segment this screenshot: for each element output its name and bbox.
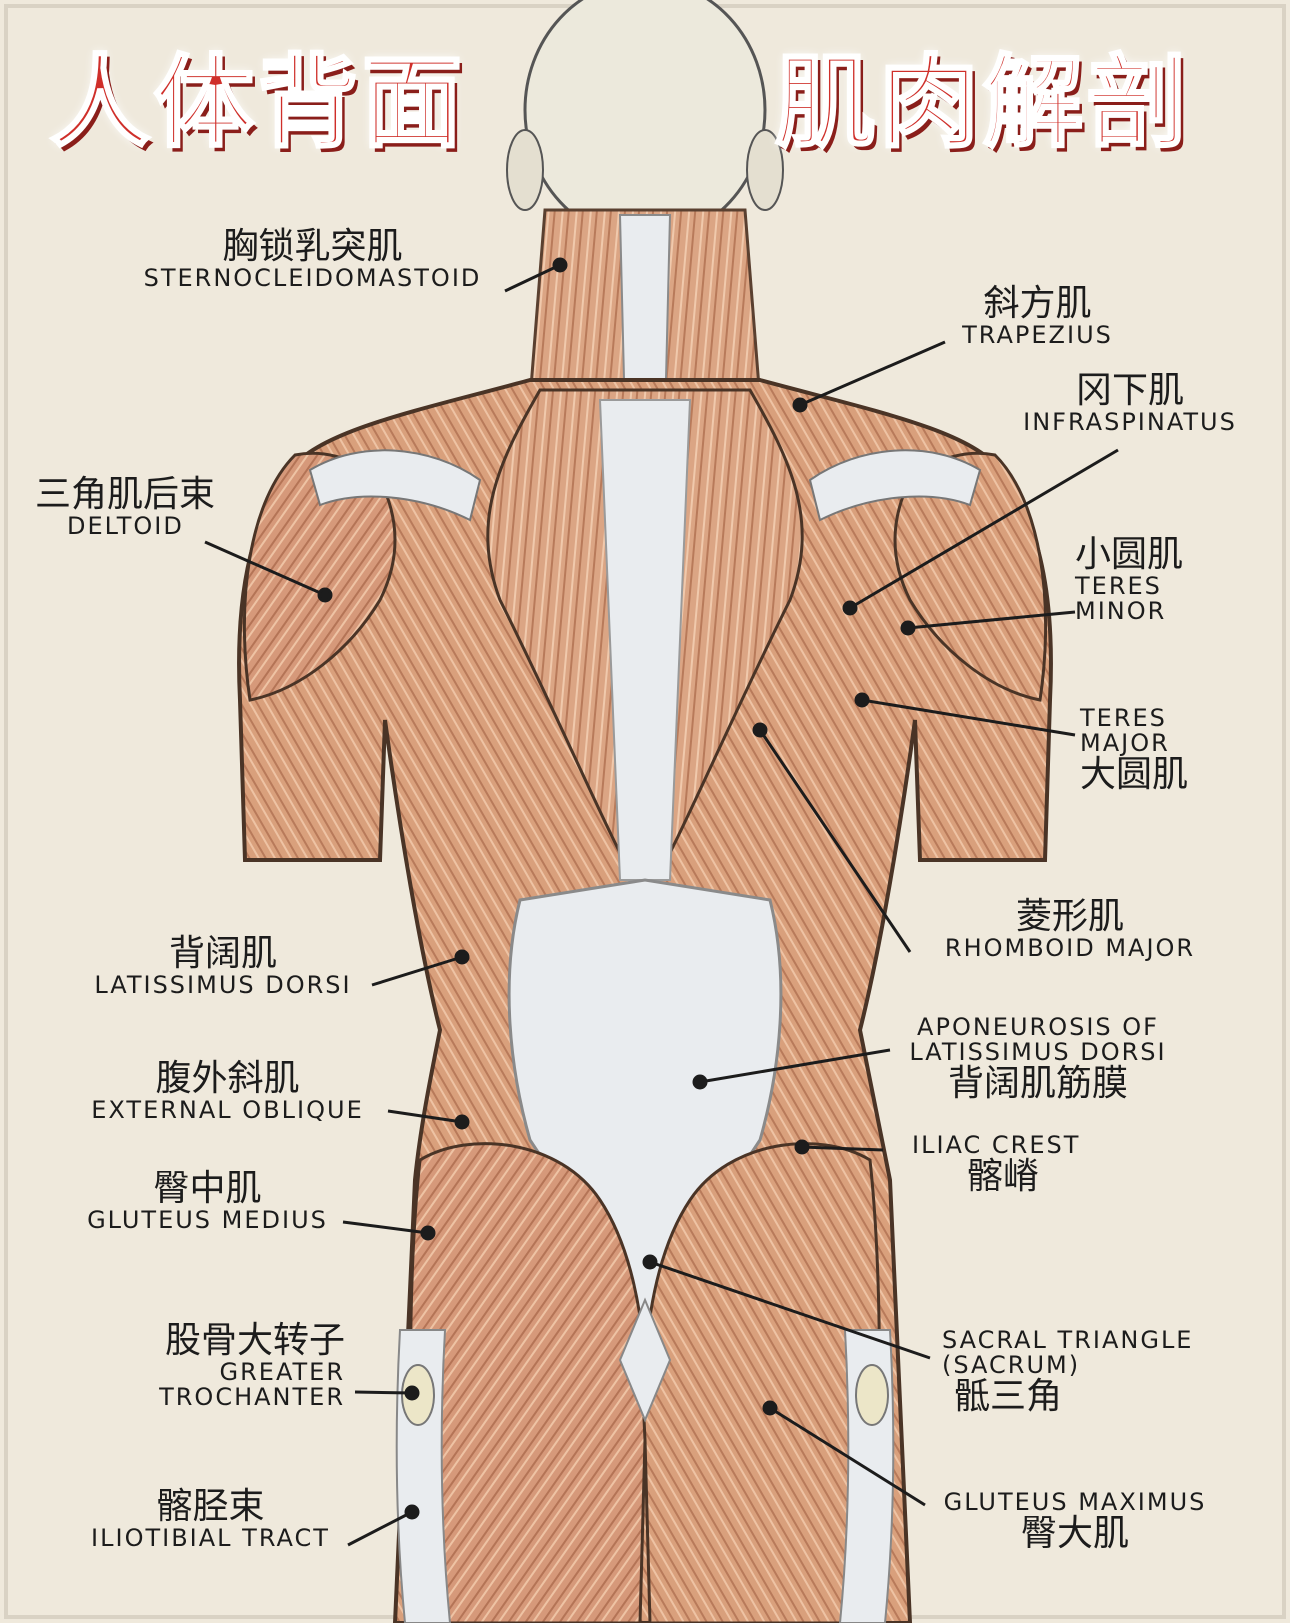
- label-cn: 腹外斜肌: [155, 1058, 300, 1099]
- label-cn: 三角肌后束: [35, 474, 216, 515]
- label-cn: 斜方肌: [983, 283, 1092, 324]
- dot-infraspinatus: [842, 600, 858, 616]
- label-gluteus-medius: 臀中肌 GLUTEUS MEDIUS: [80, 1170, 335, 1233]
- leader-greater-trochanter: [354, 1390, 413, 1395]
- left-ear: [506, 129, 544, 211]
- label-gluteus-maximus: GLUTEUS MAXIMUS 臀大肌: [940, 1488, 1210, 1555]
- leader-external-oblique: [387, 1109, 463, 1124]
- label-en: INFRASPINATUS: [1023, 407, 1237, 436]
- label-en-1: TERES: [1075, 571, 1162, 600]
- label-external-oblique: 腹外斜肌 EXTERNAL OBLIQUE: [80, 1060, 375, 1123]
- label-cn: 冈下肌: [1075, 370, 1184, 411]
- label-en: DELTOID: [67, 511, 184, 540]
- leader-aponeurosis: [699, 1048, 891, 1084]
- head: [523, 0, 767, 242]
- leader-sternocleidomastoid: [504, 263, 561, 293]
- label-en-2: MINOR: [1075, 596, 1167, 625]
- label-sacral-triangle: SACRAL TRIANGLE (SACRUM) 骶三角: [942, 1326, 1242, 1418]
- dot-aponeurosis: [692, 1074, 708, 1090]
- right-ear: [746, 129, 784, 211]
- label-cn: 背阔肌: [168, 933, 277, 974]
- title-right: 肌肉解剖: [774, 44, 1191, 161]
- label-cn: 菱形肌: [1015, 896, 1124, 937]
- sacrum: [618, 1297, 672, 1423]
- label-cn: 髂嵴: [967, 1156, 1040, 1198]
- label-en-2: MAJOR: [1080, 729, 1170, 758]
- label-en: ILIAC CREST: [912, 1131, 1081, 1159]
- leader-sacral-triangle: [649, 1260, 931, 1360]
- leader-deltoid: [204, 540, 326, 597]
- label-cn: 骶三角: [954, 1376, 1063, 1418]
- dot-trapezius: [792, 397, 808, 413]
- label-infraspinatus: 冈下肌 INFRASPINATUS: [1000, 372, 1260, 435]
- label-teres-minor: 小圆肌 TERES MINOR: [1075, 536, 1225, 624]
- label-latissimus-dorsi: 背阔肌 LATISSIMUS DORSI: [88, 935, 358, 998]
- leader-gluteus-maximus: [769, 1406, 926, 1507]
- label-rhomboid-major: 菱形肌 RHOMBOID MAJOR: [925, 898, 1215, 961]
- right-gluteus: [642, 1142, 881, 1623]
- leader-gluteus-medius: [342, 1220, 429, 1235]
- leader-latissimus: [371, 955, 463, 987]
- label-cn: 胸锁乳突肌: [222, 226, 403, 267]
- left-gluteus: [409, 1142, 648, 1623]
- label-en: LATISSIMUS DORSI: [94, 970, 352, 999]
- label-deltoid: 三角肌后束 DELTOID: [35, 476, 275, 539]
- label-cn: 小圆肌: [1075, 534, 1184, 575]
- label-aponeurosis: APONEUROSIS OF LATISSIMUS DORSI 背阔肌筋膜: [898, 1013, 1178, 1105]
- label-en: RHOMBOID MAJOR: [944, 933, 1196, 962]
- label-en-1: GREATER: [219, 1357, 345, 1386]
- label-greater-trochanter: 股骨大转子 GREATER TROCHANTER: [130, 1322, 345, 1410]
- right-greater-trochanter: [855, 1364, 889, 1426]
- label-en-1: SACRAL TRIANGLE: [942, 1326, 1194, 1354]
- dot-rhomboid: [752, 722, 768, 738]
- label-en: TRAPEZIUS: [962, 320, 1113, 349]
- label-en: GLUTEUS MAXIMUS: [943, 1488, 1207, 1516]
- leader-trapezius: [799, 340, 946, 407]
- spine-tendon: [598, 399, 692, 881]
- label-teres-major: TERES MAJOR 大圆肌: [1080, 704, 1230, 796]
- label-cn: 髂胫束: [156, 1486, 265, 1527]
- leader-teres-minor: [907, 610, 1076, 630]
- dot-gluteus-medius: [420, 1225, 436, 1241]
- label-cn: 臀中肌: [153, 1168, 262, 1209]
- leader-infraspinatus: [849, 448, 1119, 610]
- label-cn: 大圆肌: [1080, 754, 1189, 796]
- dot-teres-minor: [900, 620, 916, 636]
- dot-gluteus-maximus: [762, 1400, 778, 1416]
- dot-greater-trochanter: [404, 1385, 420, 1401]
- dot-sacral-triangle: [642, 1254, 658, 1270]
- left-shoulder-tendon: [308, 449, 482, 522]
- label-en: GLUTEUS MEDIUS: [87, 1205, 328, 1234]
- leader-rhomboid: [758, 729, 912, 953]
- label-en-1: TERES: [1080, 704, 1167, 732]
- dot-teres-major: [854, 692, 870, 708]
- label-en: STERNOCLEIDOMASTOID: [143, 263, 482, 292]
- dot-latissimus: [454, 949, 470, 965]
- label-iliotibial-tract: 髂胫束 ILIOTIBIAL TRACT: [88, 1488, 333, 1551]
- label-cn: 臀大肌: [1020, 1513, 1129, 1555]
- dot-iliotibial: [404, 1504, 420, 1520]
- leader-teres-major: [861, 698, 1076, 737]
- leader-iliac-crest: [801, 1145, 884, 1152]
- label-en: ILIOTIBIAL TRACT: [91, 1523, 330, 1552]
- label-iliac-crest: ILIAC CREST 髂嵴: [912, 1131, 1112, 1198]
- label-cn: 背阔肌筋膜: [947, 1063, 1128, 1105]
- label-trapezius: 斜方肌 TRAPEZIUS: [945, 285, 1130, 348]
- label-sternocleidomastoid: 胸锁乳突肌 STERNOCLEIDOMASTOID: [125, 228, 500, 291]
- title-left: 人体背面: [49, 44, 466, 161]
- label-en-2: LATISSIMUS DORSI: [909, 1038, 1167, 1067]
- leader-iliotibial: [347, 1510, 413, 1547]
- dot-deltoid: [317, 587, 333, 603]
- label-en-1: APONEUROSIS OF: [917, 1013, 1159, 1041]
- dot-iliac-crest: [794, 1139, 810, 1155]
- dot-sternocleidomastoid: [552, 257, 568, 273]
- label-en: EXTERNAL OBLIQUE: [91, 1095, 364, 1124]
- label-en-2: TROCHANTER: [159, 1382, 345, 1411]
- label-en-2: (SACRUM): [942, 1351, 1081, 1380]
- label-cn: 股骨大转子: [164, 1320, 345, 1361]
- dot-external-oblique: [454, 1114, 470, 1130]
- right-shoulder-tendon: [808, 449, 982, 522]
